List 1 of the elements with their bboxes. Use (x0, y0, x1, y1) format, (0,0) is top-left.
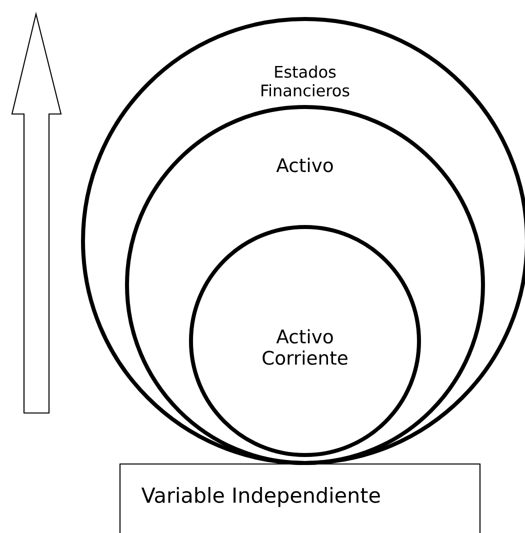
text-box: Variable Independiente (119, 463, 481, 533)
